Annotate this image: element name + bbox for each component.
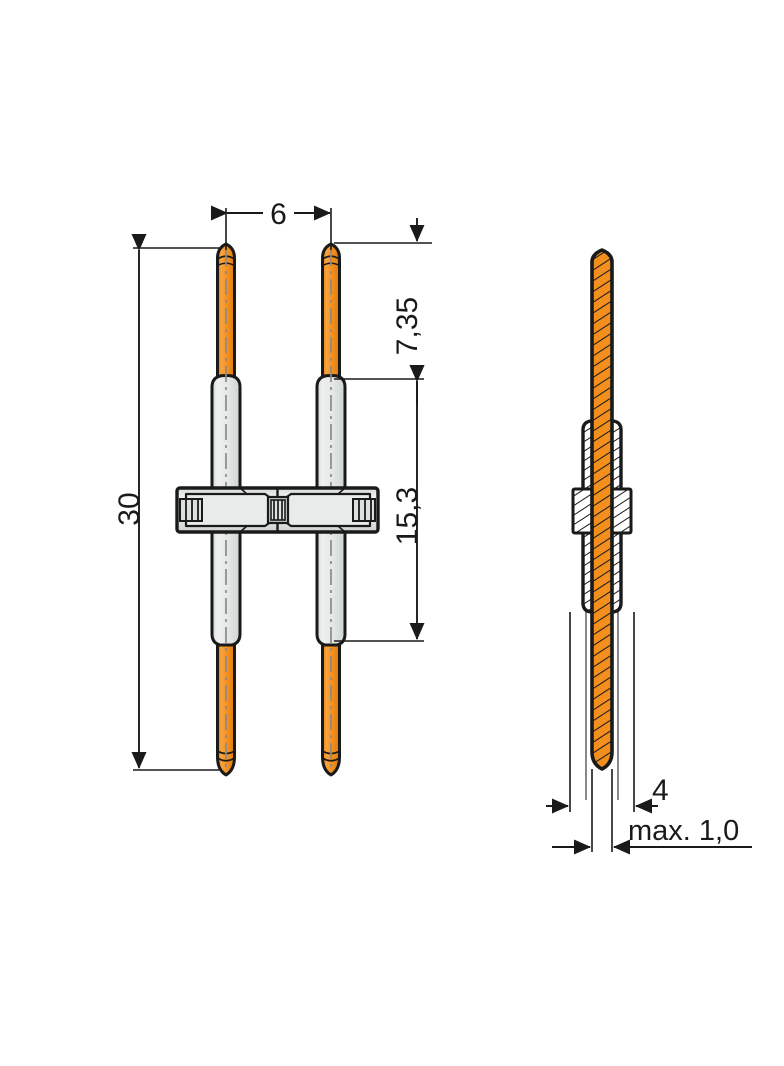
dimension-body-length: 15,3	[334, 364, 425, 642]
dimension-overall-length-value: 30	[113, 492, 146, 525]
dimension-overall-length: 30	[113, 233, 219, 771]
dimension-top-pin-length-value: 7,35	[391, 297, 424, 355]
dimension-top-pin-length: 7,35	[334, 218, 432, 404]
dimension-body-width: 4	[546, 774, 669, 814]
dimension-pitch: 6	[210, 198, 332, 250]
side-pin-section	[590, 248, 614, 771]
front-view: 6 30 7,35 15,3	[113, 198, 432, 777]
dimension-body-width-value: 4	[652, 774, 669, 807]
dimension-pin-thickness-value: max. 1,0	[628, 815, 739, 847]
dimension-pitch-value: 6	[270, 198, 287, 231]
insulator-flange	[175, 486, 380, 534]
dimension-body-length-value: 15,3	[391, 487, 424, 545]
side-view: 4 max. 1,0	[546, 248, 752, 855]
dimension-pin-thickness: max. 1,0	[552, 815, 752, 855]
